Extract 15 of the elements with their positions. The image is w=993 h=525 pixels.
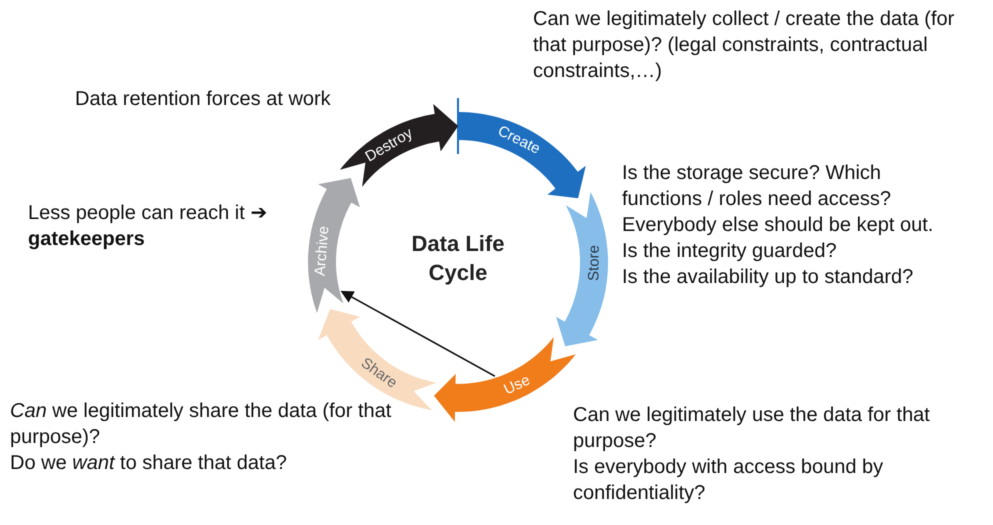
arrow (340, 290, 496, 377)
annotation-text: Is the integrity guarded? (622, 239, 838, 264)
annotation-text: Is the availability up to standard? (622, 265, 914, 290)
annotation-text: Is everybody with access bound by confidentiality? (573, 455, 884, 506)
annotation-text: Data retention forces at work (75, 87, 332, 112)
annotation-text: Can we legitimately use the data for that purpose? (573, 403, 931, 454)
annotation-text: Can we legitimately collect / create the data (for that purpose)? (legal constraints, contractual constraints,…) (533, 7, 956, 84)
stage-label: Use (500, 371, 532, 398)
stage-label: Store (585, 245, 603, 282)
annotation-text: Can we legitimately share the data (for that purpose)? (10, 399, 392, 450)
annotation-text: Less people can reach it ➔ gatekeepers (28, 201, 268, 252)
annotation-text: Do we want to share that data? (10, 451, 288, 476)
annotation-text: Is the storage secure? Which functions / roles need access? Everybody else should be kept out. (622, 161, 934, 238)
cycle-title: Data Life Cycle (388, 230, 528, 288)
stage-label: Archive (312, 226, 333, 277)
